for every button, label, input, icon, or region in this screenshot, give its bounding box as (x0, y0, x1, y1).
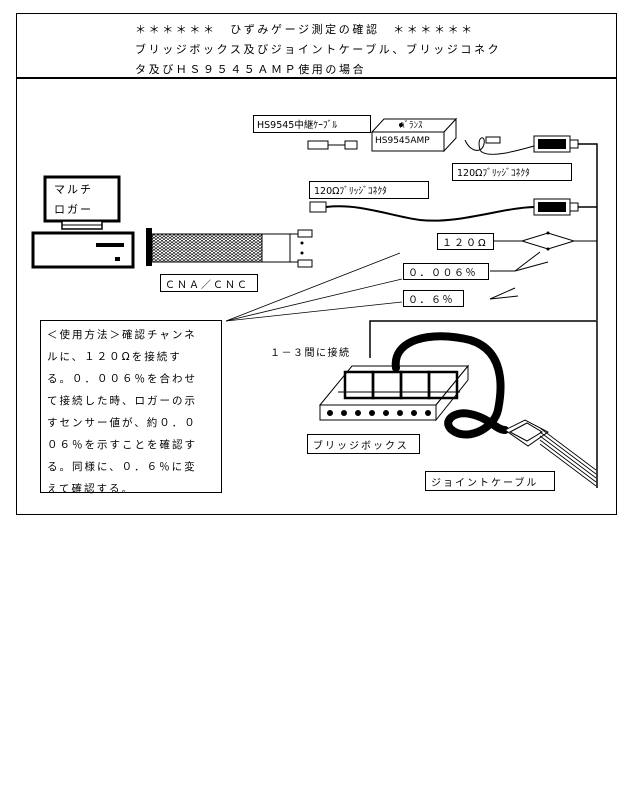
r0006-label: ０．００６％ (403, 263, 489, 280)
cna-cnc-cable (146, 228, 313, 268)
usage-note-line: えて確認する。 (47, 483, 134, 495)
top-connector-cable (464, 135, 598, 320)
bridge-connector-mid-label: 120Ωﾌﾞﾘｯｼﾞｺﾈｸﾀ (309, 181, 429, 199)
logger-computer (31, 175, 135, 269)
r06-label: ０．６％ (403, 290, 464, 307)
balance-label: ﾊﾞﾗﾝｽ (400, 121, 423, 131)
multi-logger-label-2: ロガー (54, 203, 93, 216)
mid-connector-cable (309, 198, 597, 222)
cna-cnc-label: ＣＮＡ／ＣＮＣ (160, 274, 258, 292)
usage-note-line: ＜使用方法＞確認チャンネ (47, 329, 197, 341)
joint-cable-loop (391, 332, 597, 487)
header-line-1: ＊＊＊＊＊＊ ひずみゲージ測定の確認 ＊＊＊＊＊＊ (135, 23, 475, 36)
amp-label: HS9545AMP (375, 136, 430, 146)
usage-note-line: る。０．００６％を合わせ (47, 373, 197, 385)
joint-cable-label: ジョイントケーブル (425, 471, 555, 491)
bus-wires (369, 320, 598, 488)
usage-note-line: ルに、１２０Ωを接続す (47, 351, 182, 363)
header-line-3: タ及びＨＳ９５４５ＡＭＰ使用の場合 (135, 63, 367, 76)
bridge-connector-top-label: 120Ωﾌﾞﾘｯｼﾞｺﾈｸﾀ (452, 163, 572, 181)
relay-cable-label: HS9545中継ｹｰﾌﾞﾙ (253, 115, 371, 133)
usage-note-line: る。同様に、０．６％に変 (47, 461, 197, 473)
r120-label: １２０Ω (437, 233, 494, 250)
usage-note-line: すセンサー値が、約０．０ (47, 417, 197, 429)
bridge-box-device (318, 364, 470, 422)
relay-cable (307, 140, 358, 150)
amp-box (370, 117, 458, 153)
bridge-box-label: ブリッジボックス (307, 434, 420, 454)
usage-note: ＜使用方法＞確認チャンネ ルに、１２０Ωを接続す る。０．００６％を合わせ て接… (40, 320, 222, 495)
usage-note-line: て接続した時、ロガーの示 (47, 395, 197, 407)
pointer-lines (225, 252, 403, 322)
connect-13-label: １－３間に接続 (270, 348, 351, 359)
multi-logger-label-1: マルチ (54, 183, 93, 196)
header-line-2: ブリッジボックス及びジョイントケーブル、ブリッジコネク (135, 43, 502, 56)
resistor-network (489, 231, 597, 300)
header-frame: ＊＊＊＊＊＊ ひずみゲージ測定の確認 ＊＊＊＊＊＊ ブリッジボックス及びジョイン… (16, 13, 617, 78)
usage-note-line: ０６％を示すことを確認す (47, 439, 197, 451)
